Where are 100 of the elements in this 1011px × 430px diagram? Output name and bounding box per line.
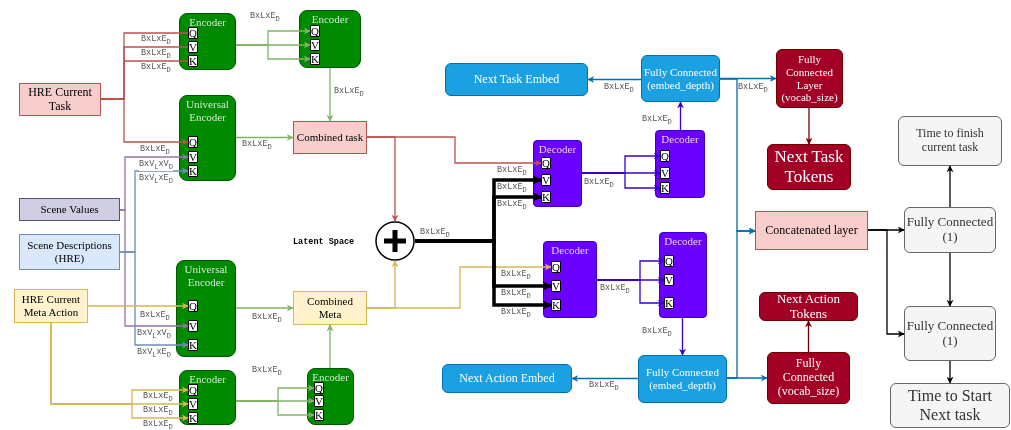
edge-label: BxV$_{L}$xE$_{D}$ <box>137 348 171 359</box>
port-label: K <box>188 412 198 424</box>
output-box <box>904 306 996 361</box>
edge-label: BxLxE$_{D}$ <box>600 284 630 295</box>
edge-label: BxLxE$_{D}$ <box>143 406 173 417</box>
arrow <box>235 134 294 141</box>
edge-label: BxLxE$_{D}$ <box>497 183 527 194</box>
edge-label: BxLxE$_{D}$ <box>497 200 527 211</box>
node-label: Decoder <box>663 235 703 248</box>
edge-label: BxLxE$_{D}$ <box>584 178 614 189</box>
encoder-block <box>176 260 236 357</box>
encoder-block <box>299 10 361 68</box>
decoder-block <box>655 130 705 198</box>
output-box <box>898 116 1002 166</box>
port-label: Q <box>188 384 198 396</box>
arrow <box>366 263 552 309</box>
process-box <box>293 291 367 325</box>
edge-label: BxLxE$_{D}$ <box>738 83 768 94</box>
layer-box <box>759 292 858 321</box>
process-box <box>293 121 367 154</box>
node-label: Time to finish current task <box>915 127 985 155</box>
port-label: K <box>314 409 324 421</box>
node-label: Combined task <box>295 131 365 144</box>
edge-label: BxLxE$_{D}$ <box>143 420 173 430</box>
arrow <box>235 44 311 63</box>
node-label: HRE Current Meta Action <box>20 293 82 319</box>
port-label: V <box>541 174 551 186</box>
node-label: Fully Connected (1) <box>905 215 995 245</box>
node-label: Decoder <box>550 244 590 257</box>
input-box <box>19 198 120 221</box>
arrow <box>587 76 642 83</box>
port-label: Q <box>660 150 670 162</box>
process-box <box>755 211 868 250</box>
arrow <box>235 400 315 419</box>
layer-box <box>638 355 727 403</box>
encoder-block <box>179 95 236 181</box>
edge-label: BxLxE$_{D}$ <box>589 381 619 392</box>
arrow <box>415 239 552 310</box>
edge-label: BxV$_{L}$xV$_{D}$ <box>137 329 171 340</box>
node-label: Fully Connected (vocab_size) <box>776 357 841 399</box>
edge-label: BxV$_{L}$xE$_{D}$ <box>139 174 173 185</box>
edge-label: BxLxE$_{D}$ <box>604 83 634 94</box>
encoder-block <box>179 370 236 425</box>
edge-label: BxLxE$_{D}$ <box>140 145 170 156</box>
edge-label: BxLxE$_{D}$ <box>501 270 531 281</box>
edge-label: BxLxE$_{D}$ <box>642 115 672 126</box>
arrow <box>946 360 954 384</box>
edge-label: BxLxE$_{D}$ <box>141 35 171 46</box>
port-label: Q <box>314 382 324 394</box>
decoder-block <box>659 232 707 318</box>
port-label: K <box>188 165 198 177</box>
node-label: Encoder <box>188 373 227 386</box>
process-box <box>14 289 88 323</box>
input-box <box>19 234 120 270</box>
dimension-label: BxLxE$_{D}$ <box>420 228 450 239</box>
port-label: Q <box>188 136 198 148</box>
port-label: K <box>188 55 198 67</box>
arrow <box>596 279 665 307</box>
node-caption: Latent Space <box>293 237 355 247</box>
edge-label: BxLxE$_{D}$ <box>242 140 272 151</box>
arrow <box>946 165 954 208</box>
edge-label: BxLxE$_{D}$ <box>497 166 527 177</box>
edge-label: BxLxE$_{D}$ <box>141 49 171 60</box>
layer-box <box>767 144 851 190</box>
port-label: K <box>541 191 551 203</box>
node-label: Next Task Embed <box>472 72 561 87</box>
node-label: Fully Connected Layer (vocab_size) <box>780 53 839 104</box>
process-box <box>19 83 101 116</box>
output-box <box>890 383 1010 428</box>
port-label: K <box>310 53 320 65</box>
port-label: Q <box>664 255 674 267</box>
layer-box <box>641 55 720 102</box>
port-label: V <box>188 41 198 53</box>
arrow <box>326 67 334 122</box>
port-label: V <box>188 151 198 163</box>
port-label: V <box>188 320 198 332</box>
arrow <box>726 227 756 379</box>
arrow <box>100 98 189 146</box>
arrow <box>867 229 905 338</box>
edge-label: BxLxE$_{D}$ <box>334 87 364 98</box>
encoder-block <box>179 13 236 70</box>
node-label: Time to Start Next task <box>907 387 993 424</box>
arrow <box>119 209 189 330</box>
port-label: V <box>188 398 198 410</box>
layer-box <box>445 63 588 96</box>
port-label: V <box>660 167 670 179</box>
node-label: Decoder <box>660 133 700 146</box>
node-label: Universal Encoder <box>185 98 230 124</box>
port-label: V <box>314 395 324 407</box>
decoder-block <box>543 241 597 318</box>
port-label: K <box>188 339 198 351</box>
arrow <box>326 324 334 369</box>
edge-label: BxLxE$_{D}$ <box>140 311 170 322</box>
node-label: Scene Descriptions (HRE) <box>26 239 113 265</box>
arrow <box>87 302 189 310</box>
node-label: Encoder <box>310 13 350 26</box>
edge-label: BxLxE$_{D}$ <box>642 327 672 338</box>
node-label: Next Task Tokens <box>773 147 845 187</box>
arrow <box>679 317 686 356</box>
node-label: Combined Meta <box>306 295 354 321</box>
